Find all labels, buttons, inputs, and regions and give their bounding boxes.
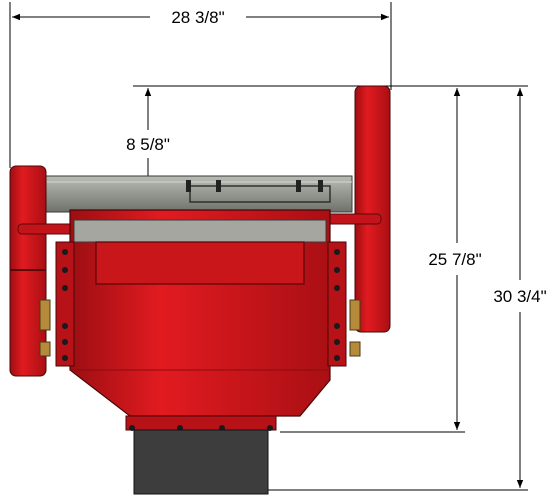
left-side-plate [55,241,75,367]
discharge-chute [133,429,269,495]
top-offset-label: 8 5/8" [126,135,170,154]
hopper-body [69,209,331,417]
body-height-label: 25 7/8" [428,250,481,269]
overall-height-label: 30 3/4" [493,287,546,306]
machine-illustration [9,85,391,495]
left-wheel [9,165,81,377]
top-housing [45,175,353,213]
discharge-flange [125,415,277,431]
right-side-plate [327,241,347,367]
right-wheel [324,85,391,357]
overall-width-label: 28 3/8" [171,8,224,27]
